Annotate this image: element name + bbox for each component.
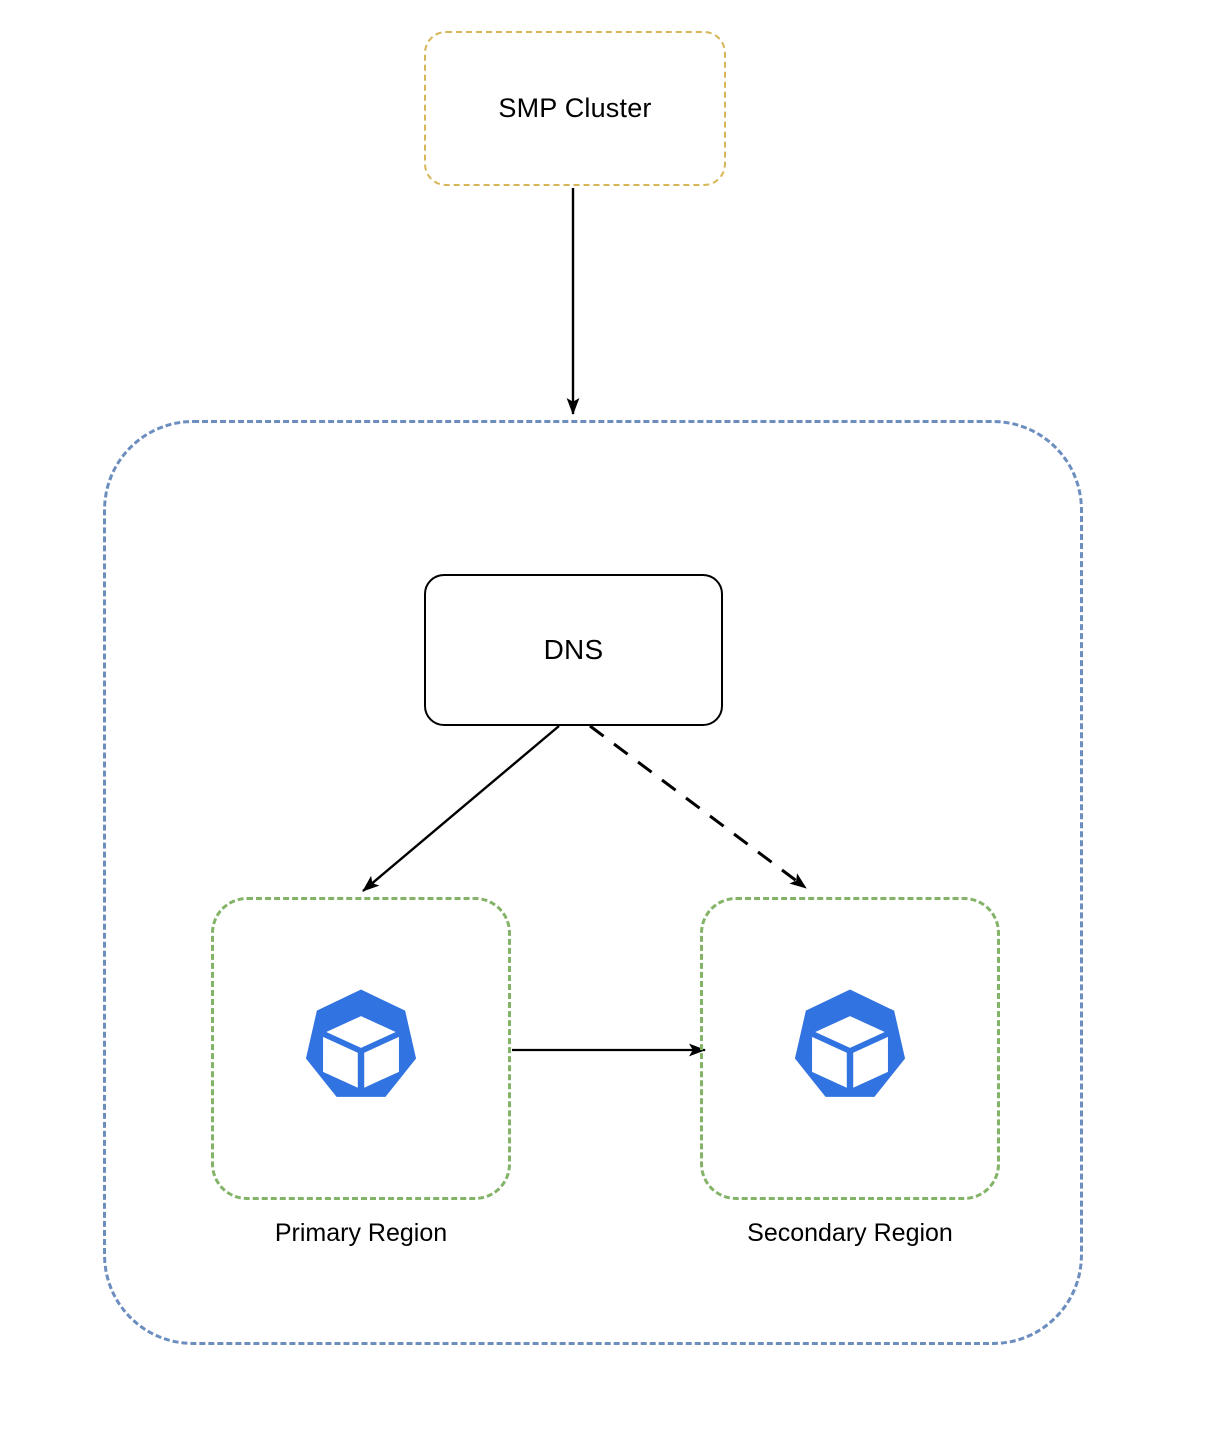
primary-region-label: Primary Region [274,1219,448,1247]
secondary-region-node[interactable] [700,897,1000,1200]
secondary-region-label: Secondary Region [747,1219,953,1247]
primary-region-node[interactable] [211,897,511,1200]
platform-boundary-node[interactable] [103,420,1083,1345]
smp-cluster-node[interactable]: SMP Cluster [424,31,726,186]
dns-label: DNS [543,634,604,665]
kubernetes-logo-icon [794,988,906,1097]
smp-cluster-label: SMP Cluster [498,93,652,123]
kubernetes-logo-icon [305,988,417,1097]
dns-node[interactable]: DNS [424,574,723,726]
